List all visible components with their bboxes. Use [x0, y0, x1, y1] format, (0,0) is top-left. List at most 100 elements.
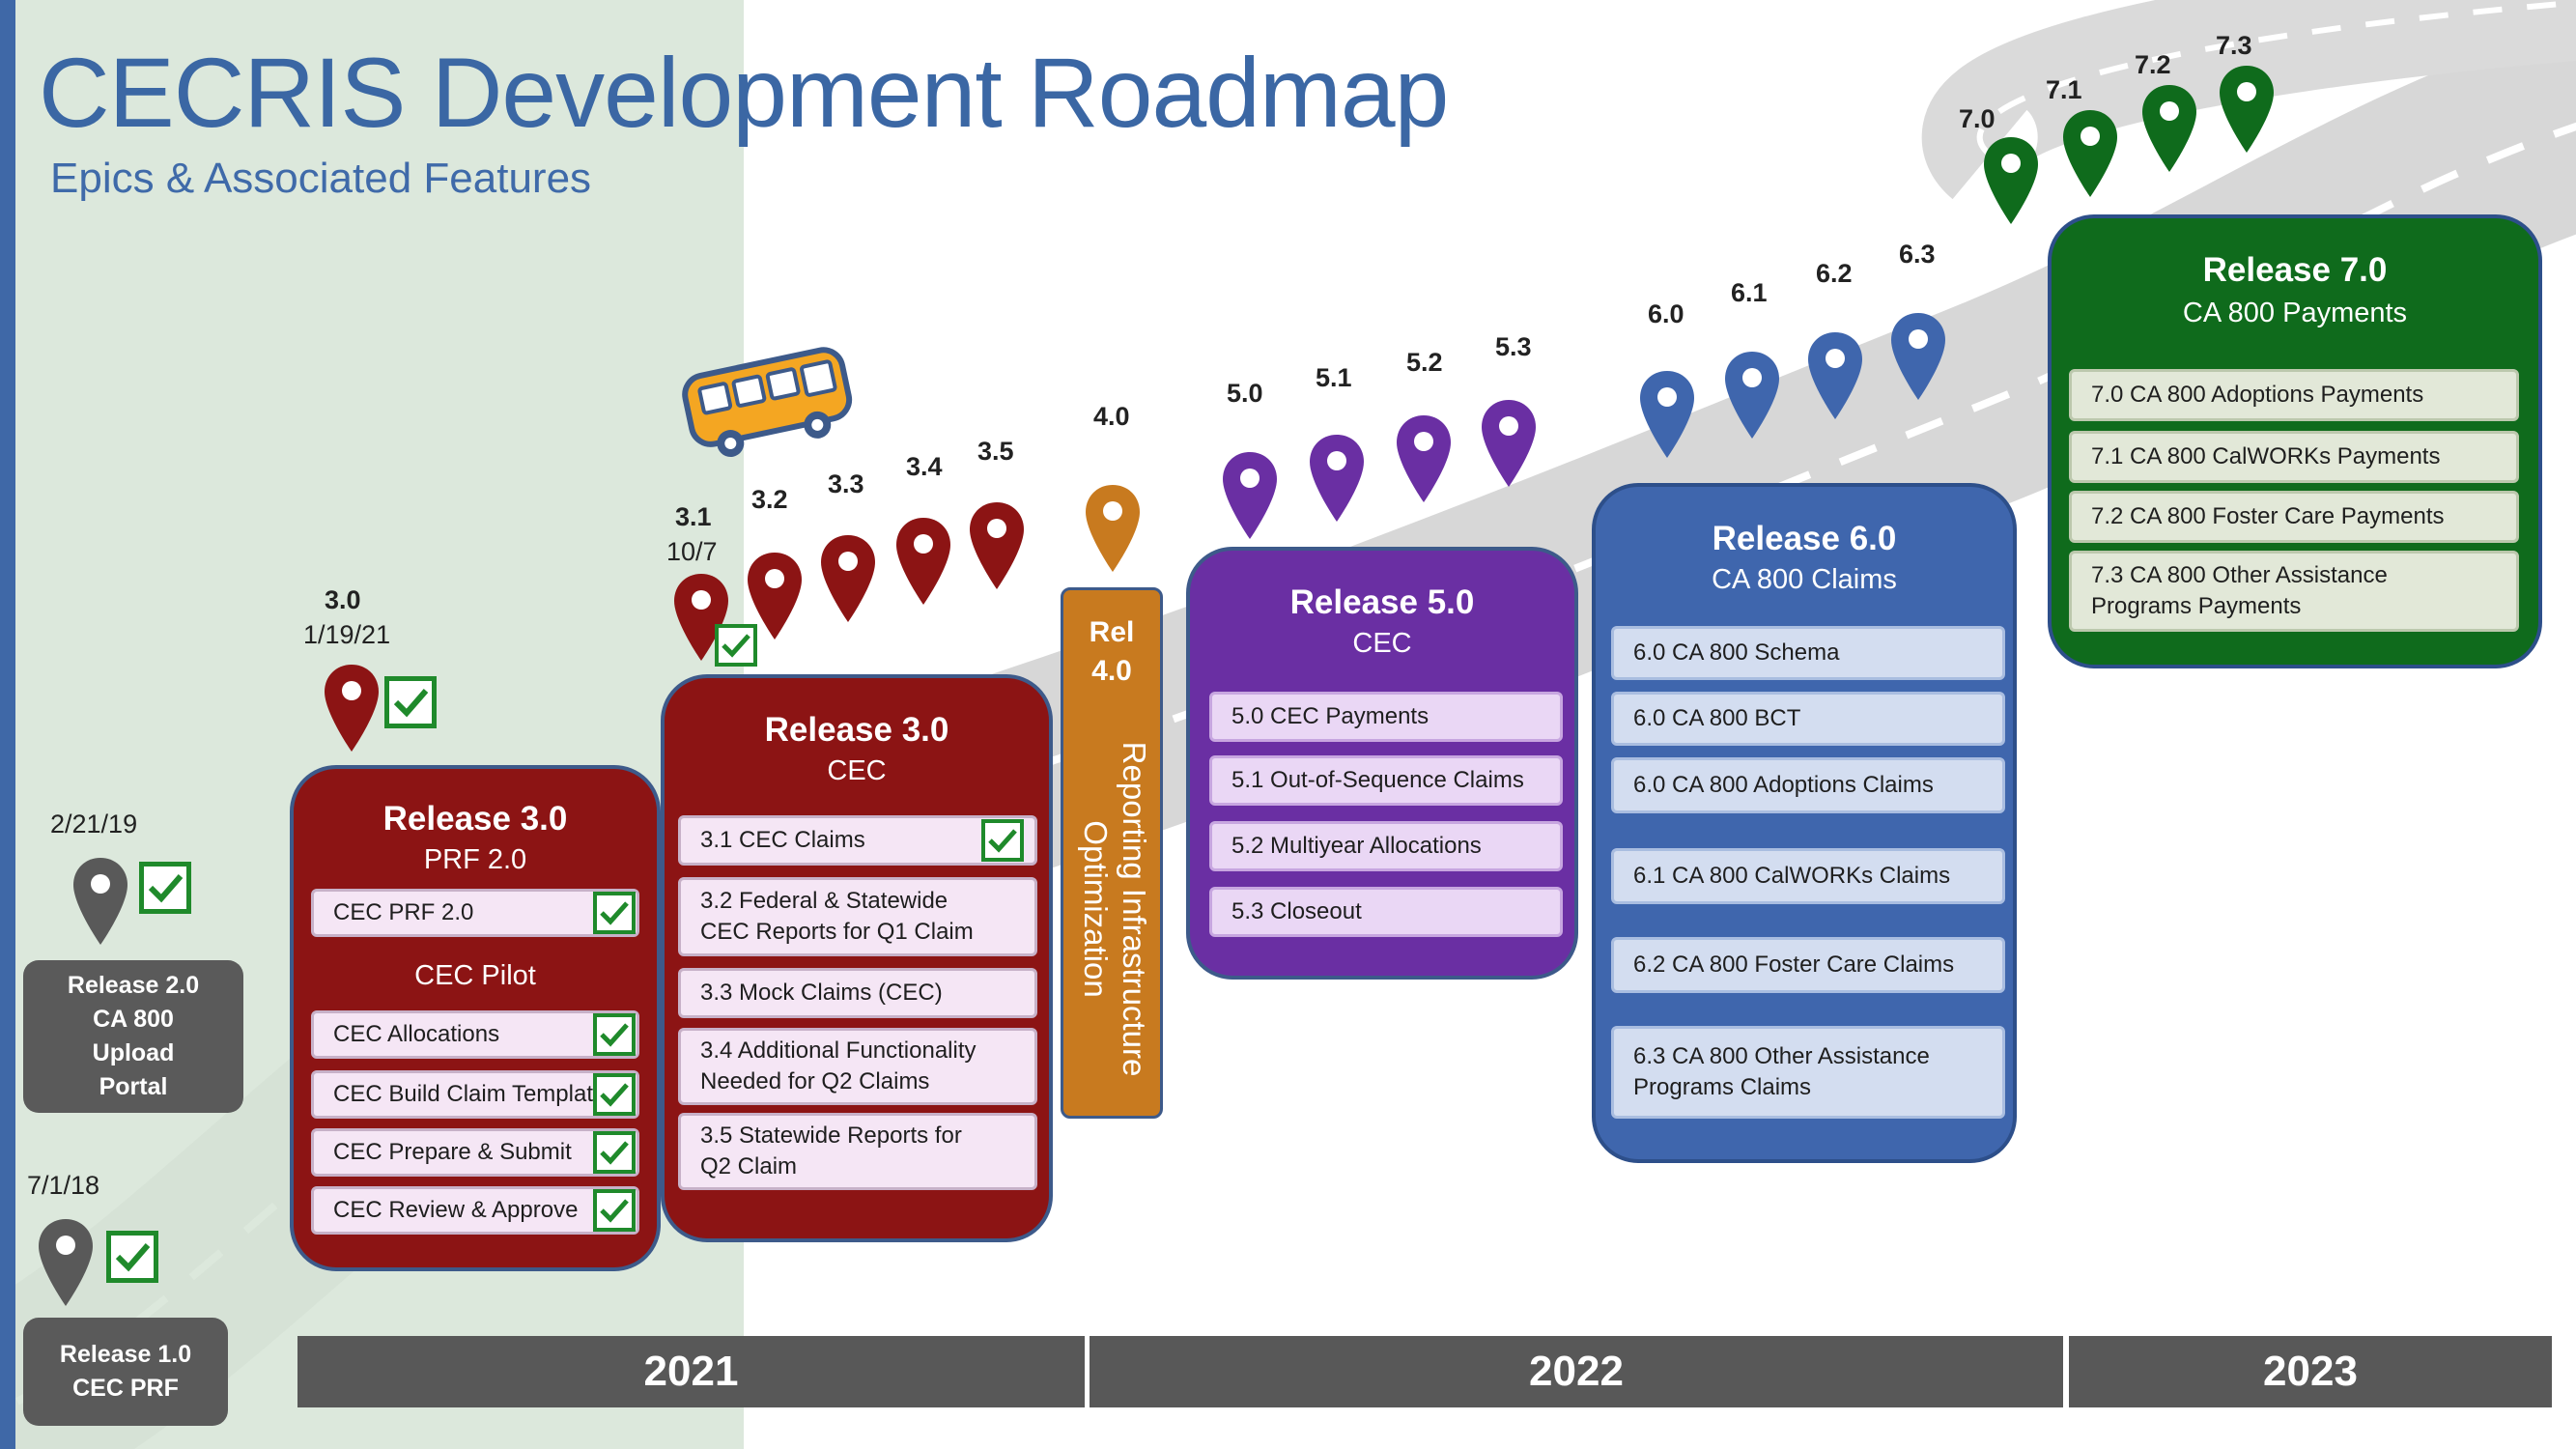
map-pin-icon	[1723, 350, 1781, 440]
release-4-description: Reporting Infrastructure Optimization	[1076, 706, 1153, 1112]
feature-6-0-bct: 6.0 CA 800 BCT	[1611, 692, 2005, 746]
release-6-box: Release 6.0 CA 800 Claims 6.0 CA 800 Sch…	[1592, 483, 2017, 1163]
map-pin-icon	[746, 551, 804, 641]
release-3-prf-subtitle: PRF 2.0	[294, 844, 657, 876]
release-7-box: Release 7.0 CA 800 Payments 7.0 CA 800 A…	[2048, 214, 2542, 668]
bus-icon	[676, 338, 860, 464]
checkmark-icon	[981, 819, 1024, 862]
map-pin-icon	[323, 663, 381, 753]
map-pin-icon	[71, 856, 129, 947]
release-4-title: Rel 4.0	[1063, 613, 1160, 691]
milestone-5-3-label: 5.3	[1495, 332, 1532, 362]
milestone-7-3-label: 7.3	[2216, 31, 2252, 61]
milestone-5-1-label: 5.1	[1316, 363, 1352, 393]
milestone-4-0-label: 4.0	[1093, 402, 1130, 432]
map-pin-icon	[1889, 311, 1947, 402]
release-5-title: Release 5.0	[1190, 583, 1574, 622]
milestone-7-1-label: 7.1	[2046, 75, 2082, 105]
feature-7-1-calworks-payments: 7.1 CA 800 CalWORKs Payments	[2069, 431, 2519, 483]
checkmark-icon	[593, 1073, 636, 1116]
feature-3-2-reports: 3.2 Federal & Statewide CEC Reports for …	[678, 877, 1037, 956]
map-pin-icon	[1806, 330, 1864, 421]
release-3-cec-subtitle: CEC	[665, 755, 1049, 787]
milestone-6-0-label: 6.0	[1648, 299, 1684, 329]
release-3-cec-box: Release 3.0 CEC 3.1 CEC Claims 3.2 Feder…	[661, 674, 1053, 1242]
map-pin-icon	[1480, 398, 1538, 489]
feature-7-2-foster-care-payments: 7.2 CA 800 Foster Care Payments	[2069, 491, 2519, 543]
release-3-prf-box: Release 3.0 PRF 2.0 CEC PRF 2.0 CEC Pilo…	[290, 765, 661, 1271]
left-accent-stripe	[0, 0, 15, 1449]
year-2021: 2021	[297, 1336, 1085, 1407]
milestone-5-0-label: 5.0	[1227, 379, 1263, 409]
map-pin-icon	[968, 500, 1026, 591]
release-7-title: Release 7.0	[2052, 251, 2538, 290]
feature-cec-allocations: CEC Allocations	[311, 1010, 639, 1059]
milestone-3-0-label: 3.0	[325, 585, 361, 615]
year-2022: 2022	[1090, 1336, 2063, 1407]
release-6-subtitle: CA 800 Claims	[1596, 564, 2013, 596]
year-2023: 2023	[2069, 1336, 2552, 1407]
feature-cec-build-claim-template: CEC Build Claim Template	[311, 1070, 639, 1119]
page-title: CECRIS Development Roadmap	[39, 37, 1448, 150]
map-pin-icon	[2140, 83, 2198, 174]
milestone-6-1-label: 6.1	[1731, 278, 1768, 308]
feature-cec-review-approve: CEC Review & Approve	[311, 1186, 639, 1235]
map-pin-icon	[894, 516, 952, 607]
release-3-prf-title: Release 3.0	[294, 800, 657, 838]
release-1-box: Release 1.0 CEC PRF	[23, 1318, 228, 1426]
feature-6-3-other-assistance: 6.3 CA 800 Other Assistance Programs Cla…	[1611, 1026, 2005, 1119]
milestone-3-0-date: 1/19/21	[303, 620, 390, 650]
map-pin-icon	[1982, 135, 2040, 226]
feature-6-0-schema: 6.0 CA 800 Schema	[1611, 626, 2005, 680]
map-pin-icon	[819, 533, 877, 624]
map-pin-icon	[1221, 450, 1279, 541]
milestone-5-2-label: 5.2	[1406, 348, 1443, 378]
page-subtitle: Epics & Associated Features	[50, 155, 591, 203]
milestone-3-1-label: 3.1	[675, 502, 712, 532]
release-5-box: Release 5.0 CEC 5.0 CEC Payments 5.1 Out…	[1186, 547, 1578, 980]
feature-6-0-adoptions: 6.0 CA 800 Adoptions Claims	[1611, 757, 2005, 813]
release-4-description-wrap: Reporting Infrastructure Optimization	[1063, 706, 1166, 1112]
milestone-6-3-label: 6.3	[1899, 240, 1936, 270]
map-pin-icon	[1308, 433, 1366, 524]
feature-3-3-mock-claims: 3.3 Mock Claims (CEC)	[678, 968, 1037, 1018]
milestone-7-2-label: 7.2	[2135, 50, 2171, 80]
milestone-3-1-date: 10/7	[666, 537, 718, 567]
milestone-3-2-label: 3.2	[751, 485, 788, 515]
milestone-3-4-label: 3.4	[906, 452, 943, 482]
milestone-7-0-label: 7.0	[1959, 104, 1996, 134]
checkmark-icon	[106, 1231, 158, 1283]
map-pin-icon	[1638, 369, 1696, 460]
release-6-title: Release 6.0	[1596, 520, 2013, 558]
feature-6-2-foster-care: 6.2 CA 800 Foster Care Claims	[1611, 937, 2005, 993]
milestone-6-2-label: 6.2	[1816, 259, 1853, 289]
checkmark-icon	[593, 1013, 636, 1056]
map-pin-icon	[1395, 413, 1453, 504]
feature-5-1-out-of-sequence: 5.1 Out-of-Sequence Claims	[1209, 755, 1563, 806]
feature-cec-prepare-submit: CEC Prepare & Submit	[311, 1128, 639, 1177]
release-2-date: 2/21/19	[50, 810, 137, 839]
feature-5-0-cec-payments: 5.0 CEC Payments	[1209, 692, 1563, 742]
milestone-3-5-label: 3.5	[977, 437, 1014, 467]
feature-7-3-other-assistance-payments: 7.3 CA 800 Other Assistance Programs Pay…	[2069, 551, 2519, 632]
release-5-subtitle: CEC	[1190, 628, 1574, 660]
map-pin-icon	[2061, 108, 2119, 199]
feature-5-2-multiyear: 5.2 Multiyear Allocations	[1209, 821, 1563, 871]
feature-cec-prf-2: CEC PRF 2.0	[311, 889, 639, 937]
release-7-subtitle: CA 800 Payments	[2052, 298, 2538, 329]
map-pin-icon	[2218, 64, 2276, 155]
checkmark-icon	[593, 892, 636, 934]
checkmark-icon	[139, 862, 191, 914]
milestone-3-3-label: 3.3	[828, 469, 864, 499]
feature-3-4-additional-functionality: 3.4 Additional Functionality Needed for …	[678, 1028, 1037, 1105]
release-3-cec-title: Release 3.0	[665, 711, 1049, 750]
cec-pilot-heading: CEC Pilot	[294, 960, 657, 992]
feature-7-0-adoptions-payments: 7.0 CA 800 Adoptions Payments	[2069, 369, 2519, 421]
checkmark-icon	[593, 1189, 636, 1232]
feature-3-5-statewide-reports: 3.5 Statewide Reports for Q2 Claim	[678, 1113, 1037, 1190]
release-2-box: Release 2.0 CA 800 Upload Portal	[23, 960, 243, 1113]
release-1-date: 7/1/18	[27, 1171, 99, 1201]
checkmark-icon	[593, 1131, 636, 1174]
map-pin-icon	[1084, 483, 1142, 574]
